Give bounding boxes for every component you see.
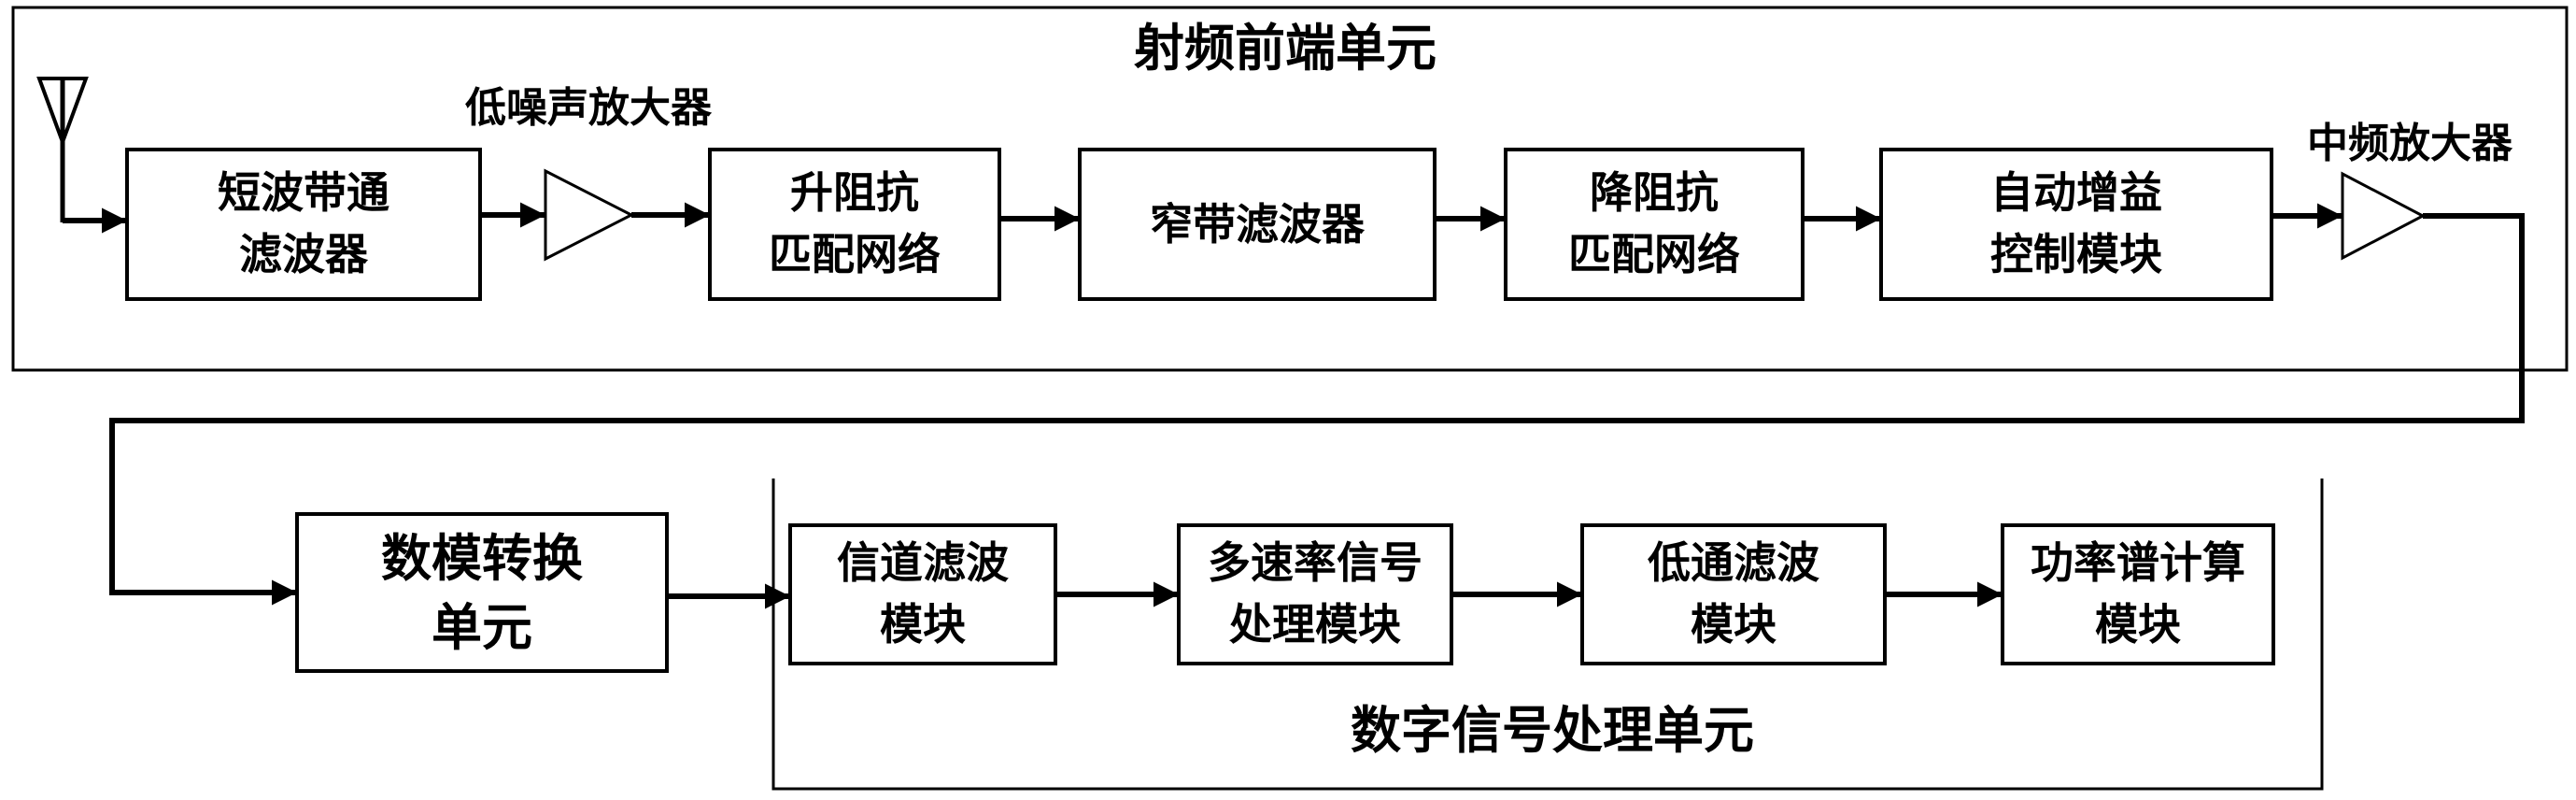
rf-block-step-down-matching: 降阻抗 匹配网络	[1504, 148, 1805, 301]
lna-amplifier-icon	[544, 168, 635, 262]
agc-line2: 控制模块	[1990, 229, 2162, 279]
lowpass-filter-line1: 低通滤波	[1648, 537, 1819, 588]
bandpass-filter-line2: 滤波器	[239, 229, 369, 279]
if-amplifier-icon	[2341, 171, 2427, 261]
channel-filter-line1: 信道滤波	[837, 537, 1009, 588]
dsp-unit-frame	[771, 479, 2324, 791]
narrowband-filter-label: 窄带滤波器	[1150, 199, 1366, 250]
dsp-block-power-spectrum: 功率谱计算 模块	[2001, 523, 2275, 665]
bandpass-filter-line1: 短波带通	[218, 167, 389, 218]
step-up-matching-line1: 升阻抗	[790, 167, 919, 218]
step-up-matching-line2: 匹配网络	[769, 229, 941, 279]
rf-unit-title: 射频前端单元	[1134, 19, 1437, 78]
multirate-line1: 多速率信号	[1208, 537, 1422, 588]
rf-block-bandpass-filter: 短波带通 滤波器	[125, 148, 482, 301]
dsp-unit-title: 数字信号处理单元	[1351, 701, 1754, 760]
dac-unit-block: 数模转换 单元	[295, 512, 669, 673]
rf-block-step-up-matching: 升阻抗 匹配网络	[708, 148, 1001, 301]
dac-line2: 单元	[432, 598, 532, 657]
channel-filter-line2: 模块	[880, 599, 966, 650]
if-amplifier-label: 中频放大器	[2307, 120, 2513, 167]
rf-unit-frame	[11, 6, 2569, 372]
rf-block-narrowband-filter: 窄带滤波器	[1078, 148, 1437, 301]
connector-ifamp-to-dac	[109, 213, 2525, 606]
multirate-line2: 处理模块	[1229, 599, 1401, 650]
lowpass-filter-line2: 模块	[1691, 599, 1776, 650]
power-spectrum-line2: 模块	[2095, 599, 2181, 650]
rf-block-agc: 自动增益 控制模块	[1879, 148, 2273, 301]
power-spectrum-line1: 功率谱计算	[2031, 537, 2245, 588]
antenna-icon	[36, 77, 89, 222]
dsp-block-lowpass-filter: 低通滤波 模块	[1580, 523, 1887, 665]
step-down-matching-line1: 降阻抗	[1590, 167, 1719, 218]
dac-line1: 数模转换	[381, 529, 583, 588]
agc-line1: 自动增益	[1990, 167, 2162, 218]
lna-label: 低噪声放大器	[465, 84, 713, 132]
step-down-matching-line2: 匹配网络	[1568, 229, 1740, 279]
dsp-block-channel-filter: 信道滤波 模块	[788, 523, 1057, 665]
dsp-block-multirate: 多速率信号 处理模块	[1177, 523, 1453, 665]
